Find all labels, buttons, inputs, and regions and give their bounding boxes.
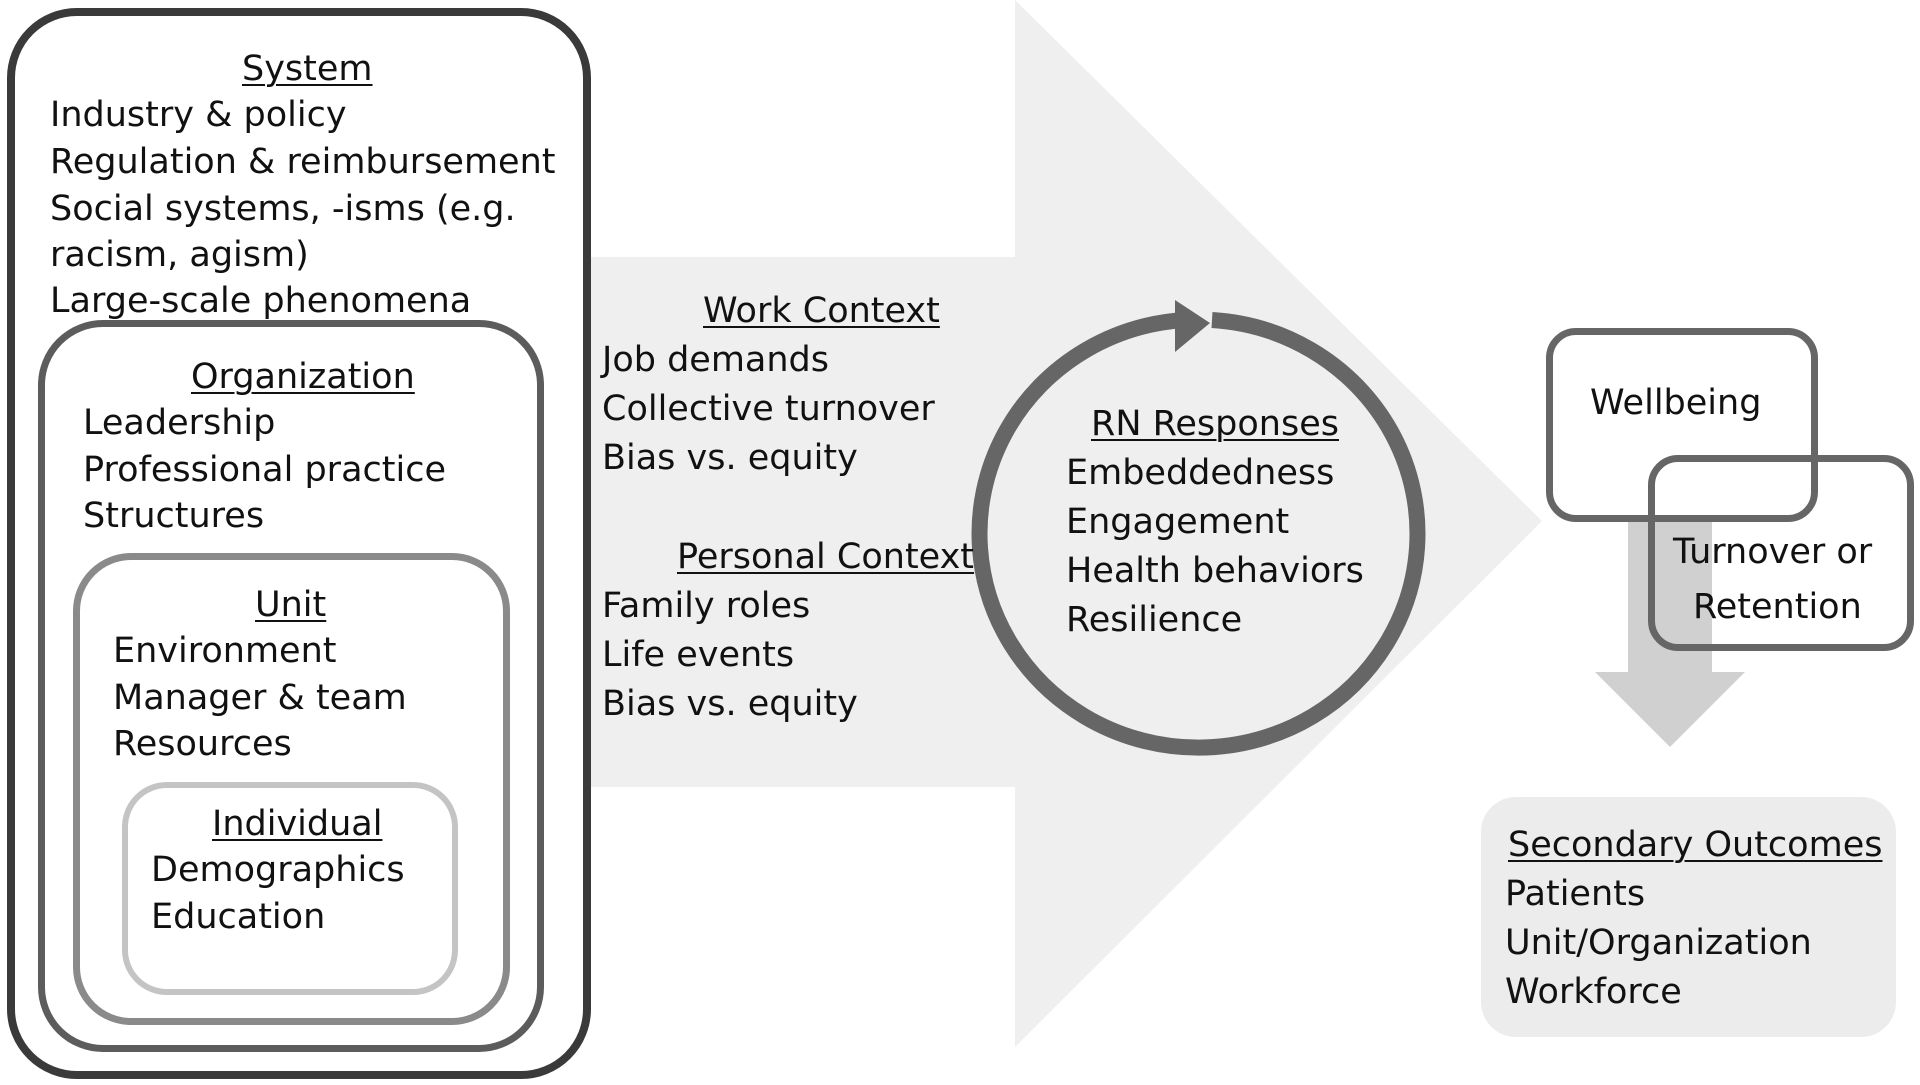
organization-box [38,320,544,1052]
personal-context-item: Life events [602,635,795,675]
rn-responses-item: Embeddedness [1066,453,1335,493]
organization-heading: Organization [191,357,415,397]
system-item: Social systems, -isms (e.g. [50,189,516,229]
rn-responses-item: Resilience [1066,600,1243,640]
rn-responses-item: Engagement [1066,502,1290,542]
organization-item: Professional practice [83,450,446,490]
organization-item: Leadership [83,403,276,443]
unit-heading: Unit [255,585,327,625]
individual-heading: Individual [212,804,383,844]
system-item: Regulation & reimbursement [50,142,556,182]
work-context-item: Bias vs. equity [602,438,858,478]
wellbeing-box [1546,328,1818,522]
unit-box [73,553,510,1025]
secondary-outcomes-item: Unit/Organization [1505,923,1812,963]
cycle-arrowhead-icon [1175,300,1210,352]
secondary-outcomes-box [1481,797,1896,1037]
big-flow-arrow [590,0,1542,1047]
rn-responses-heading: RN Responses [1091,404,1339,444]
unit-item: Environment [113,631,337,671]
turnover-label-line2: Retention [1693,587,1862,627]
system-heading: System [242,49,373,89]
work-context-item: Collective turnover [602,389,935,429]
rn-responses-item: Health behaviors [1066,551,1364,591]
turnover-box [1648,455,1914,651]
secondary-outcomes-heading: Secondary Outcomes [1508,825,1883,865]
wellbeing-label: Wellbeing [1590,383,1762,423]
system-item: Large-scale phenomena [50,281,472,321]
work-context-item: Job demands [602,340,830,380]
organization-item: Structures [83,496,265,536]
personal-context-item: Bias vs. equity [602,684,858,724]
unit-item: Resources [113,724,292,764]
personal-context-heading: Personal Context [677,537,975,577]
personal-context-item: Family roles [602,586,811,626]
system-box [7,8,591,1079]
secondary-outcomes-item: Workforce [1505,972,1682,1012]
system-item: Industry & policy [50,95,347,135]
work-context-heading: Work Context [703,291,940,331]
unit-item: Manager & team [113,678,407,718]
system-item: racism, agism) [50,235,309,275]
turnover-label-line1: Turnover or [1673,532,1873,572]
individual-box [122,782,458,995]
secondary-outcomes-item: Patients [1505,874,1646,914]
individual-item: Education [151,897,326,937]
rn-responses-cycle [971,312,1426,756]
individual-item: Demographics [151,850,405,890]
